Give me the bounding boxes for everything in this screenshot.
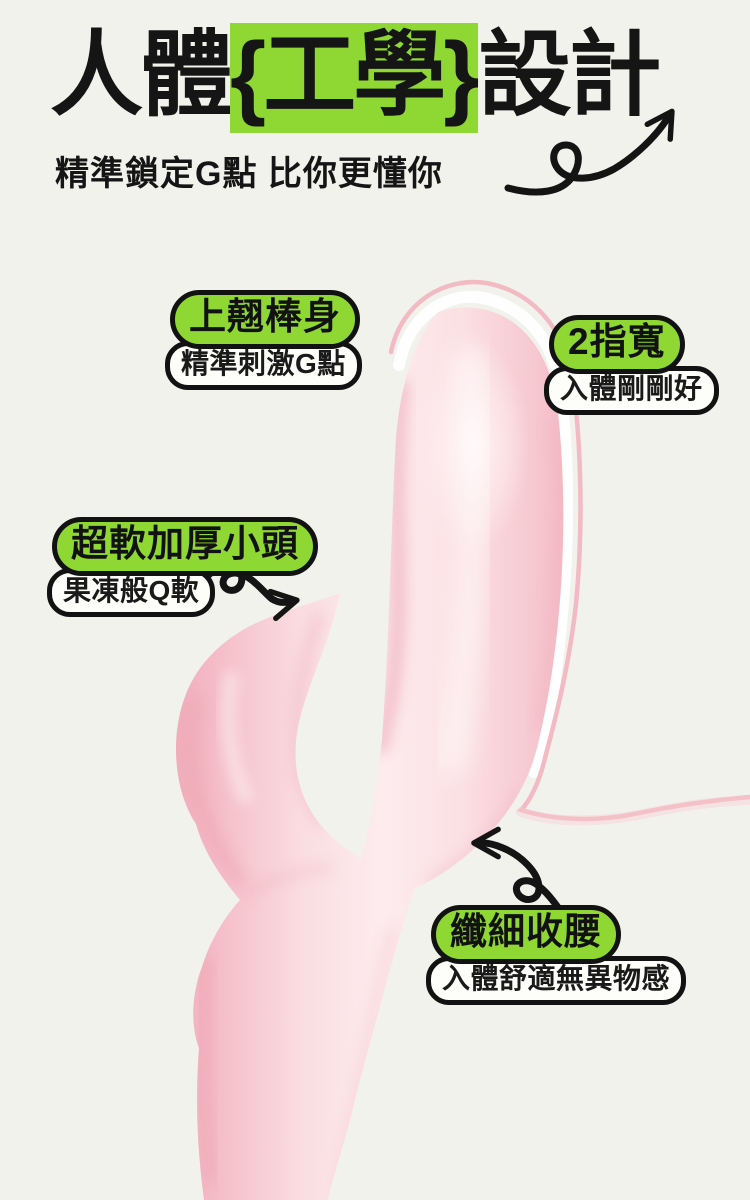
- page-title: 人體{工學}設計: [50, 20, 661, 133]
- feature-desc: 入體舒適無異物感: [426, 955, 687, 1005]
- title-suffix: 設計: [478, 23, 661, 127]
- feature-tag: 纖細收腰: [431, 905, 621, 964]
- feature-desc: 果凍般Q軟: [47, 567, 216, 617]
- page-subtitle: 精準鎖定G點 比你更懂你: [55, 155, 443, 193]
- feature-tag: 超軟加厚小頭: [52, 517, 318, 576]
- curl-arrow-up-right-icon: [504, 108, 675, 196]
- callout-slim-waist: 纖細收腰 入體舒適無異物感: [426, 905, 687, 1005]
- callout-soft-thick-head: 超軟加厚小頭 果凍般Q軟: [47, 517, 318, 617]
- callout-upturned-shaft: 上翹棒身 精準刺激G點: [165, 290, 362, 390]
- title-highlight: {工學}: [230, 23, 479, 133]
- ribbon-soft-shadow: [516, 795, 750, 826]
- feature-tag: 上翹棒身: [170, 290, 360, 349]
- feature-tag: 2指寬: [549, 315, 685, 374]
- title-prefix: 人體: [50, 23, 233, 127]
- curl-arrow-up-left-icon: [471, 826, 566, 917]
- pink-ribbon-swoosh: [388, 279, 750, 822]
- callout-two-finger-width: 2指寬 入體剛剛好: [544, 315, 719, 415]
